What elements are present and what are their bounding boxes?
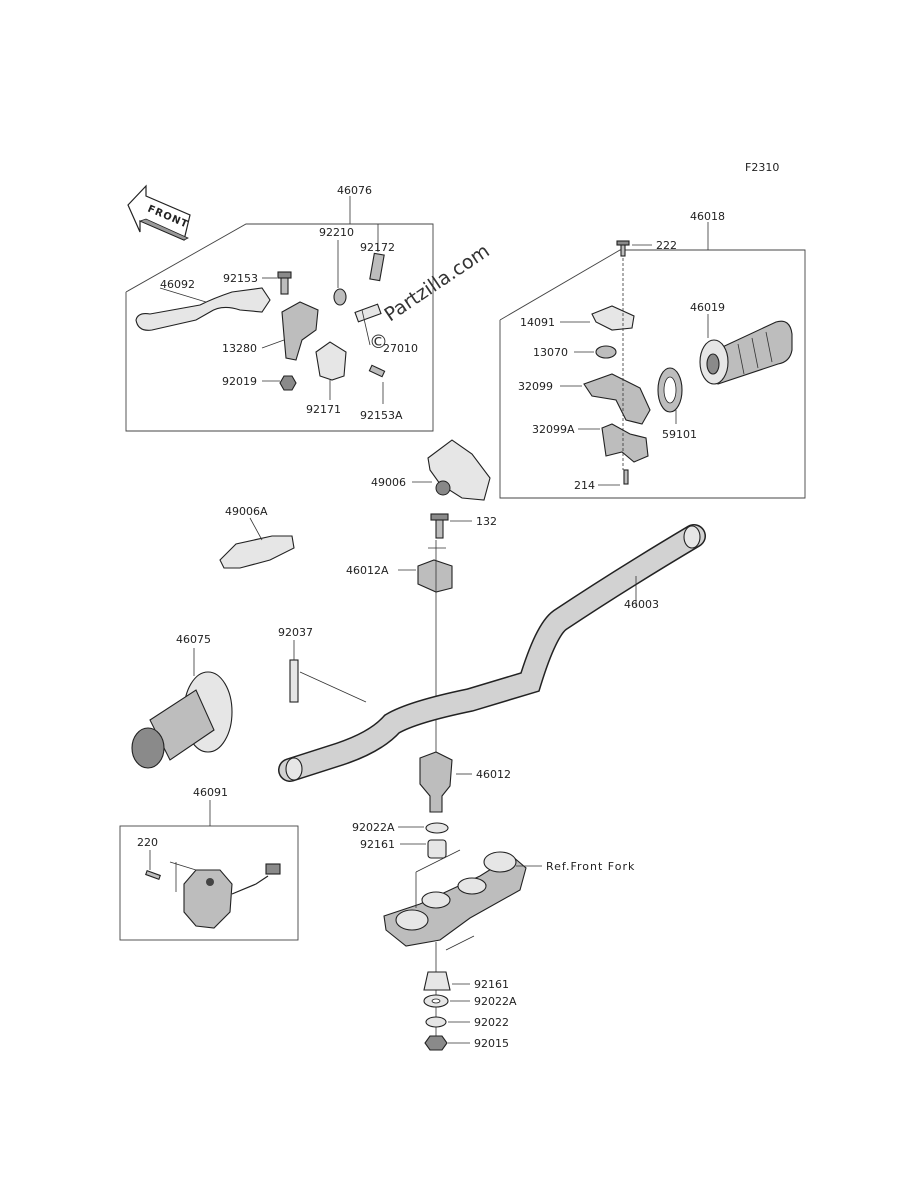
throttle-group: 46018 222 14091 13070 32099 32099A 214 <box>499 210 806 499</box>
part-label-92015: 92015 <box>474 1037 509 1050</box>
figure-code: F2310 <box>745 161 779 174</box>
throttle-grip-46019 <box>699 320 793 385</box>
part-label-46012: 46012 <box>476 768 511 781</box>
part-label-46012A: 46012A <box>346 564 389 577</box>
band-92037 <box>289 659 299 703</box>
part-label-27010: 27010 <box>383 342 418 355</box>
part-label-222: 222 <box>656 239 677 252</box>
part-label-92037: 92037 <box>278 626 313 639</box>
reference-front-fork: Ref.Front Fork <box>546 860 635 873</box>
part-label-46018: 46018 <box>690 210 725 223</box>
part-label-92153: 92153 <box>223 272 258 285</box>
part-label-220: 220 <box>137 836 158 849</box>
part-label-46019: 46019 <box>690 301 725 314</box>
part-label-46092: 46092 <box>160 278 195 291</box>
part-label-49006: 49006 <box>371 476 406 489</box>
part-label-46003: 46003 <box>624 598 659 611</box>
part-label-13070: 13070 <box>533 346 568 359</box>
part-label-92022A-top: 92022A <box>352 821 395 834</box>
switch-group: 46091 220 <box>119 786 299 941</box>
part-label-46075: 46075 <box>176 633 211 646</box>
part-label-92210: 92210 <box>319 226 354 239</box>
part-label-32099A: 32099A <box>532 423 575 436</box>
copyright-symbol: © <box>369 331 388 353</box>
part-label-46091: 46091 <box>193 786 228 799</box>
clutch-lever-46092 <box>135 287 271 331</box>
part-label-14091: 14091 <box>520 316 555 329</box>
part-label-49006A: 49006A <box>225 505 268 518</box>
part-label-46076: 46076 <box>337 184 372 197</box>
upper-clamp-46012A <box>417 559 453 593</box>
triple-clamp <box>383 849 527 951</box>
lower-clamp-46012 <box>419 751 453 813</box>
clutch-lever-group: 46076 46092 92153 92210 92172 27010 1328… <box>125 184 434 432</box>
part-label-92019: 92019 <box>222 375 257 388</box>
part-label-59101: 59101 <box>662 428 697 441</box>
part-label-92161-bot: 92161 <box>474 978 509 991</box>
part-label-92171: 92171 <box>306 403 341 416</box>
part-label-92161-top: 92161 <box>360 838 395 851</box>
handlebar-switch <box>183 869 233 929</box>
part-label-32099: 32099 <box>518 380 553 393</box>
front-arrow-icon: FRONT <box>127 184 191 241</box>
part-label-214: 214 <box>574 479 595 492</box>
watermark: Partzilla.com <box>380 240 493 326</box>
part-label-13280: 13280 <box>222 342 257 355</box>
part-label-132: 132 <box>476 515 497 528</box>
part-label-92172: 92172 <box>360 241 395 254</box>
cover-49006A <box>219 535 295 569</box>
part-label-92022: 92022 <box>474 1016 509 1029</box>
part-label-92153A: 92153A <box>360 409 403 422</box>
lever-bracket-13280 <box>281 301 319 361</box>
part-label-92022A-bot: 92022A <box>474 995 517 1008</box>
left-grip-46075 <box>131 671 233 769</box>
